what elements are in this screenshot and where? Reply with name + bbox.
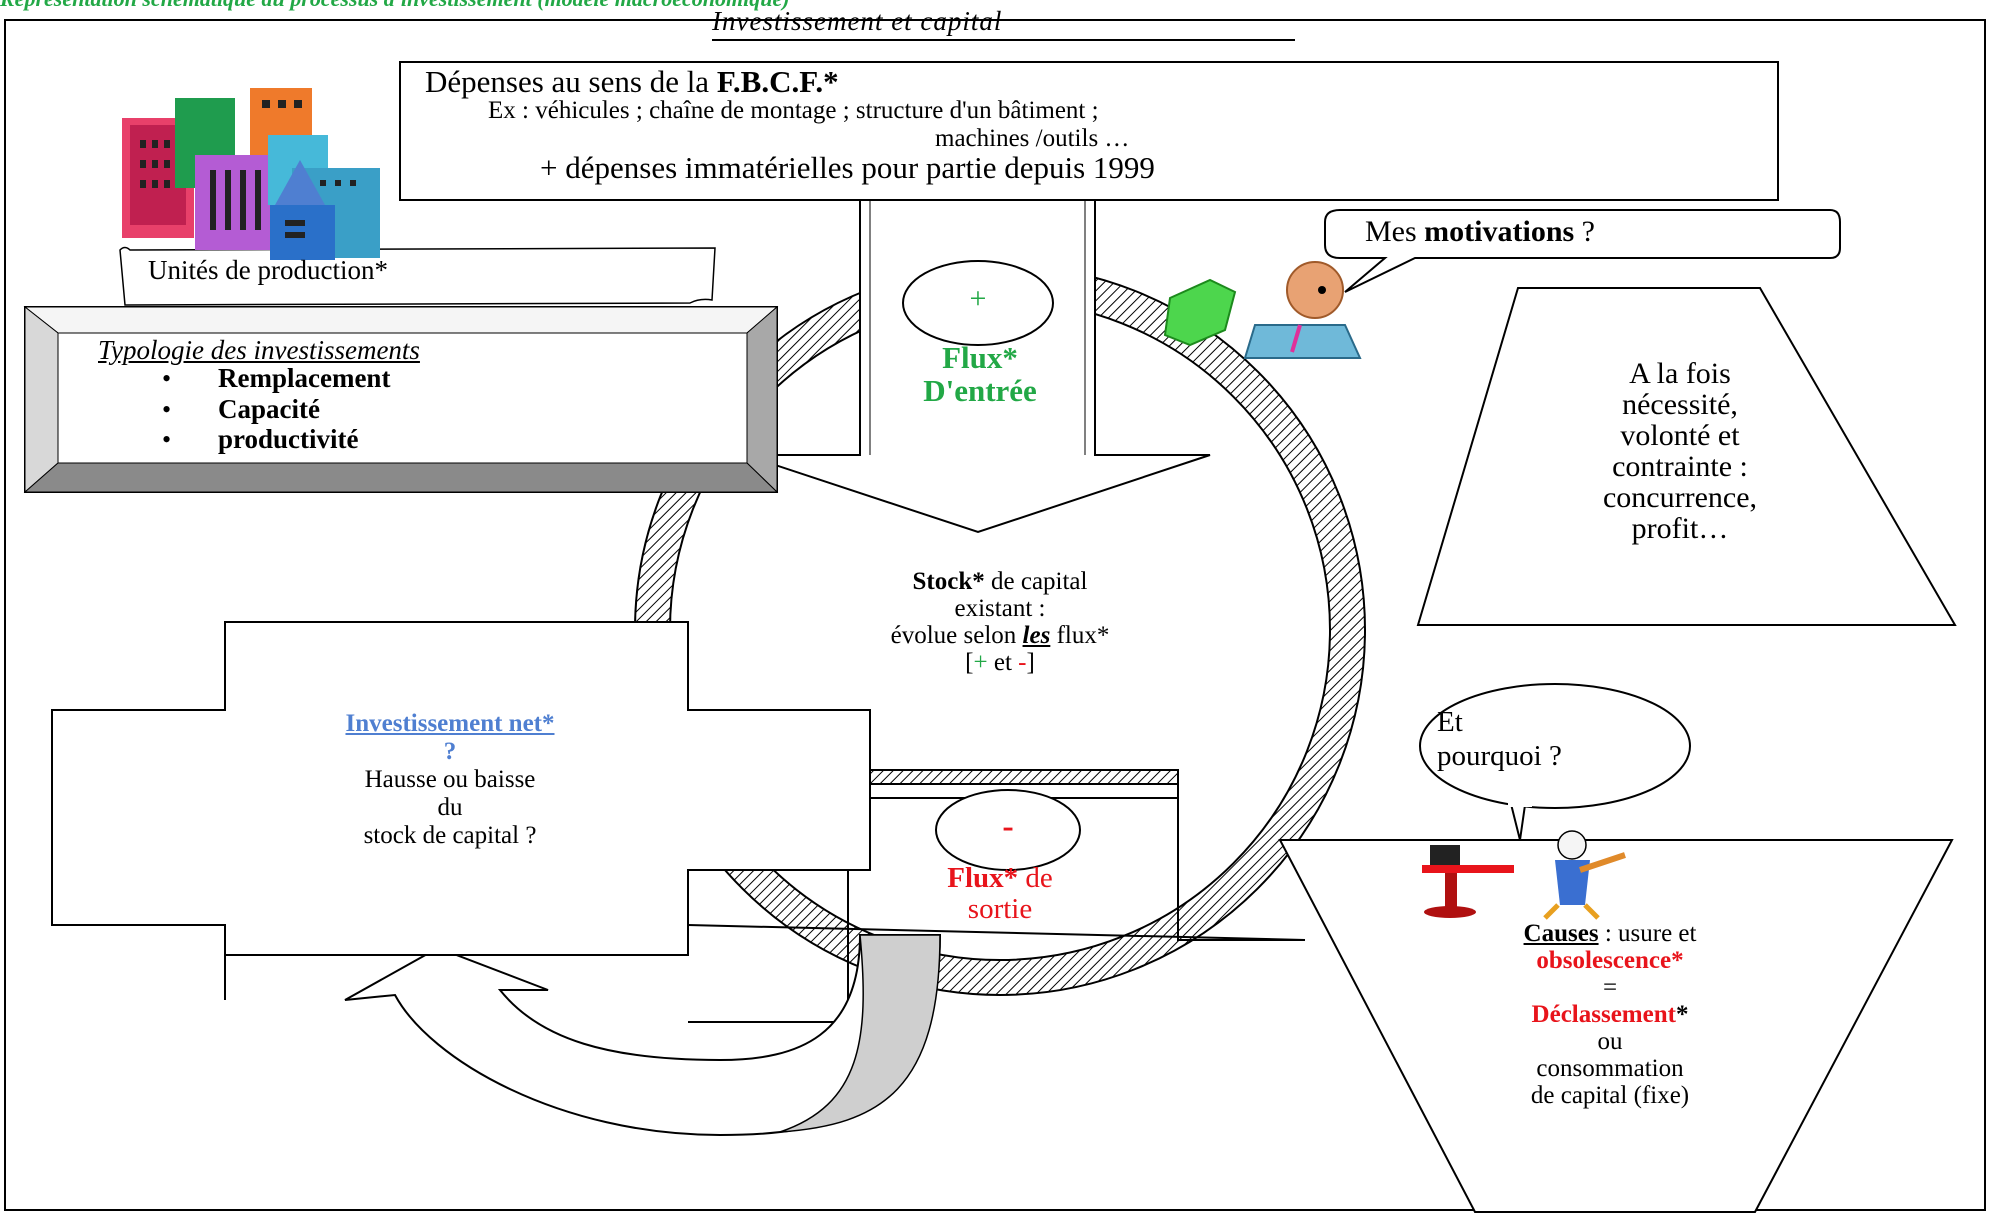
return-arrow-shade [779,934,941,1133]
typology-item-productivite: productivité [218,424,359,454]
fbcf-line3: machines /outils … [935,125,1130,152]
header-top-line: Représentation schématique du processus … [0,0,790,12]
typology-bullet-1: • [162,364,172,393]
causes-trapezoid [1278,839,1954,1213]
reasons-line-3: volonté et [1620,419,1740,452]
fbcf-line2: Ex : véhicules ; chaîne de montage ; str… [488,97,1099,124]
inflow-arrow [744,199,1211,534]
outflow-line-1: Flux* de [947,862,1053,894]
typology-item-capacite: Capacité [218,394,320,424]
production-banner [119,246,716,306]
outflow-label: Flux* de sortie [880,863,1120,925]
worker-machine-icon [1422,830,1626,920]
net-investment-title: Investissement net* [345,710,555,737]
net-investment-line-2: du [437,794,463,821]
production-units-label: Unités de production* [148,255,388,285]
fbcf-box [399,61,1779,201]
causes-line-5: consommation [1536,1055,1684,1082]
reasons-line-1: A la fois [1629,357,1731,390]
causes-line-6: de capital (fixe) [1530,1082,1690,1109]
why-line-2: pourquoi ? [1437,740,1562,772]
why-bubble [1419,683,1691,809]
fbcf-line4: + dépenses immatérielles pour partie dep… [540,150,1155,185]
causes-obsolescence: obsolescence* [1536,947,1684,974]
net-investment-line-1: Hausse ou baisse [364,766,536,793]
inflow-label-line1: Flux* [942,340,1018,375]
stock-line-3: évolue selon les flux* [890,622,1110,649]
investor-money-icon [1163,261,1362,359]
causes-declassement: Déclassement* [1531,1001,1689,1028]
why-line-1: Et [1437,706,1463,738]
city-buildings-icon [122,88,380,260]
typology-bullet-3: • [162,425,172,454]
net-investment-qmark: ? [443,738,457,765]
stock-line-1: Stock* de capital [912,568,1088,595]
typology-box [23,305,779,494]
reasons-line-5: concurrence, [1602,481,1758,514]
reasons-line-6: profit… [1631,512,1729,545]
inflow-plus-sign: + [969,282,987,315]
motivations-bubble [1324,209,1841,293]
outer-frame [4,19,1986,1211]
causes-ou: ou [1597,1028,1623,1055]
reasons-trapezoid [1416,287,1957,626]
fbcf-line1: Dépenses au sens de la F.B.C.F.* [425,64,839,99]
outflow-line-2: sortie [967,893,1033,925]
page-title: Investissement et capital [712,6,1003,36]
outflow-minus-sign: - [1002,808,1014,845]
net-investment-text: Investissement net* ? Hausse ou baisse d… [215,710,685,850]
typology-title: Typologie des investissements [98,335,420,365]
causes-line-1: Causes : usure et [1523,920,1697,947]
reasons-line-2: nécessité, [1622,388,1738,421]
gate-bar-top [847,769,1179,785]
net-investment-line-3: stock de capital ? [363,822,537,849]
typology-bullet-2: • [162,395,172,424]
plus-sign-ellipse [902,260,1054,346]
reasons-line-4: contrainte : [1612,450,1748,483]
minus-sign-ellipse [935,789,1081,871]
inflow-label-line2: D'entrée [923,373,1037,408]
motivations-text: Mes motivations ? [1365,215,1595,248]
causes-equals: = [1602,974,1618,1001]
stock-text: Stock* de capital existant : évolue selo… [780,568,1220,676]
causes-text: Causes : usure et obsolescence* = Déclas… [1390,920,1830,1109]
stock-line-2: existant : [954,595,1046,622]
typology-item-remplacement: Remplacement [218,363,391,393]
stock-line-4: [+ et -] [965,649,1035,676]
reasons-text: A la fois nécessité, volonté et contrain… [1480,358,1880,544]
